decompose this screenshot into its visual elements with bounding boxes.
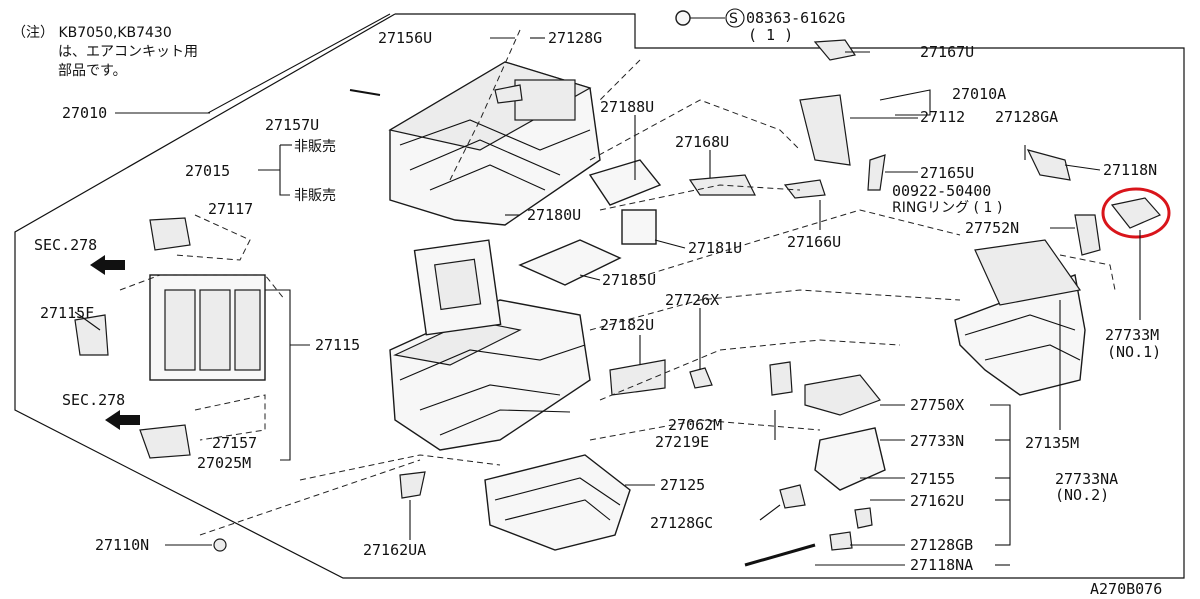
pipe-27025M [139,424,191,459]
label-27128GA: 27128GA [995,108,1058,126]
highlight-circle [1101,187,1171,239]
assembly-frame [14,13,1185,579]
label-27125: 27125 [660,476,705,494]
part-27166U [783,179,826,199]
screw-08363 [675,10,691,26]
heater-case-bottom [484,454,631,551]
label-00922-50400: 00922-50400 [892,182,991,200]
heater-case-lower [389,299,591,451]
label-27110N: 27110N [95,536,149,554]
part-27181U [621,209,657,245]
part-27167U [813,39,856,61]
svg-text:S: S [729,11,738,27]
part-27165U [867,154,886,191]
label-27115F: 27115F [40,304,94,322]
label-27015: 27015 [185,162,230,180]
label-27733NA: 27733NA [1055,470,1118,488]
label-27118N: 27118N [1103,161,1157,179]
part-27110N [213,538,227,552]
label-27135M: 27135M [1025,434,1079,452]
label-27726X: 27726X [665,291,719,309]
resistor-27733N [814,427,886,491]
label-27128GB: 27128GB [910,536,973,554]
arrow-icon [105,410,140,430]
part-27118N [1026,149,1071,181]
label-08363-6162G: 08363-6162G [746,9,845,27]
part-27182U [609,359,666,396]
label-27128GC: 27128GC [650,514,713,532]
part-27752N [1074,214,1101,256]
label-27167U: 27167U [920,43,974,61]
label-27733NA-no2: (NO.2) [1055,486,1109,504]
label-27117: 27117 [208,200,253,218]
label-27162UA: 27162UA [363,541,426,559]
label-27168U: 27168U [675,133,729,151]
label-27188U: 27188U [600,98,654,116]
label-27733N: 27733N [910,432,964,450]
part-27128GB [829,531,853,551]
label-27752N: 27752N [965,219,1019,237]
label-27010A: 27010A [952,85,1006,103]
label-27733M: 27733M [1105,326,1159,344]
arrow-icon [90,255,125,275]
note-line-3: 部品です。 [58,63,127,79]
part-27162UA [399,471,426,499]
part-27219E [769,361,793,396]
part-27162U [854,507,873,529]
part-27115F [74,314,109,356]
part-27733M [1110,197,1161,229]
label-27157: 27157 [212,434,257,452]
rod-27118NA [744,543,816,567]
label-27118NA: 27118NA [910,556,973,574]
label-27157U: 27157U [265,116,319,134]
label-27180U: 27180U [527,206,581,224]
clip-27128G [494,84,523,104]
label-not-for-sale-1: 非販売 [294,139,336,155]
label-sec278-upper: SEC.278 [34,236,97,254]
label-27155: 27155 [910,470,955,488]
label-ring: RINGリング ( 1 ) [892,200,1002,216]
label-27115: 27115 [315,336,360,354]
label-27156U: 27156U [378,29,432,47]
note-line-1: （注） KB7050,KB7430 [12,25,172,41]
label-27128G: 27128G [548,29,602,47]
part-27062M [689,367,713,389]
label-not-for-sale-2: 非販売 [294,188,336,204]
pipe-27117 [149,217,191,251]
label-27733M-no1: (NO.1) [1107,343,1161,361]
heater-core-27115 [149,274,266,381]
cable-27157U [349,89,381,96]
bracket-27112 [799,94,851,166]
label-27750X: 27750X [910,396,964,414]
label-27182U: 27182U [600,316,654,334]
note-line-2: は、エアコンキット用 [58,44,198,60]
label-27166U: 27166U [787,233,841,251]
label-27162U: 27162U [910,492,964,510]
label-27181U: 27181U [688,239,742,257]
filter-27185U [518,239,622,286]
label-27062M: 27062M [668,416,722,434]
label-27025M: 27025M [197,454,251,472]
diagram-code: A270B076 [1090,580,1162,598]
duct-27188U [588,159,662,206]
label-27219E: 27219E [655,433,709,451]
s-mark [725,8,745,28]
label-08363-qty: ( 1 ) [748,26,793,44]
part-27128GC [779,484,806,509]
label-27185U: 27185U [602,271,656,289]
label-27112: 27112 [920,108,965,126]
label-27165U: 27165U [920,164,974,182]
bracket-27750X [804,374,881,416]
heater-case-upper [388,61,601,226]
label-sec278-lower: SEC.278 [62,391,125,409]
label-27010: 27010 [62,104,107,122]
blower-27135M [954,239,1086,396]
